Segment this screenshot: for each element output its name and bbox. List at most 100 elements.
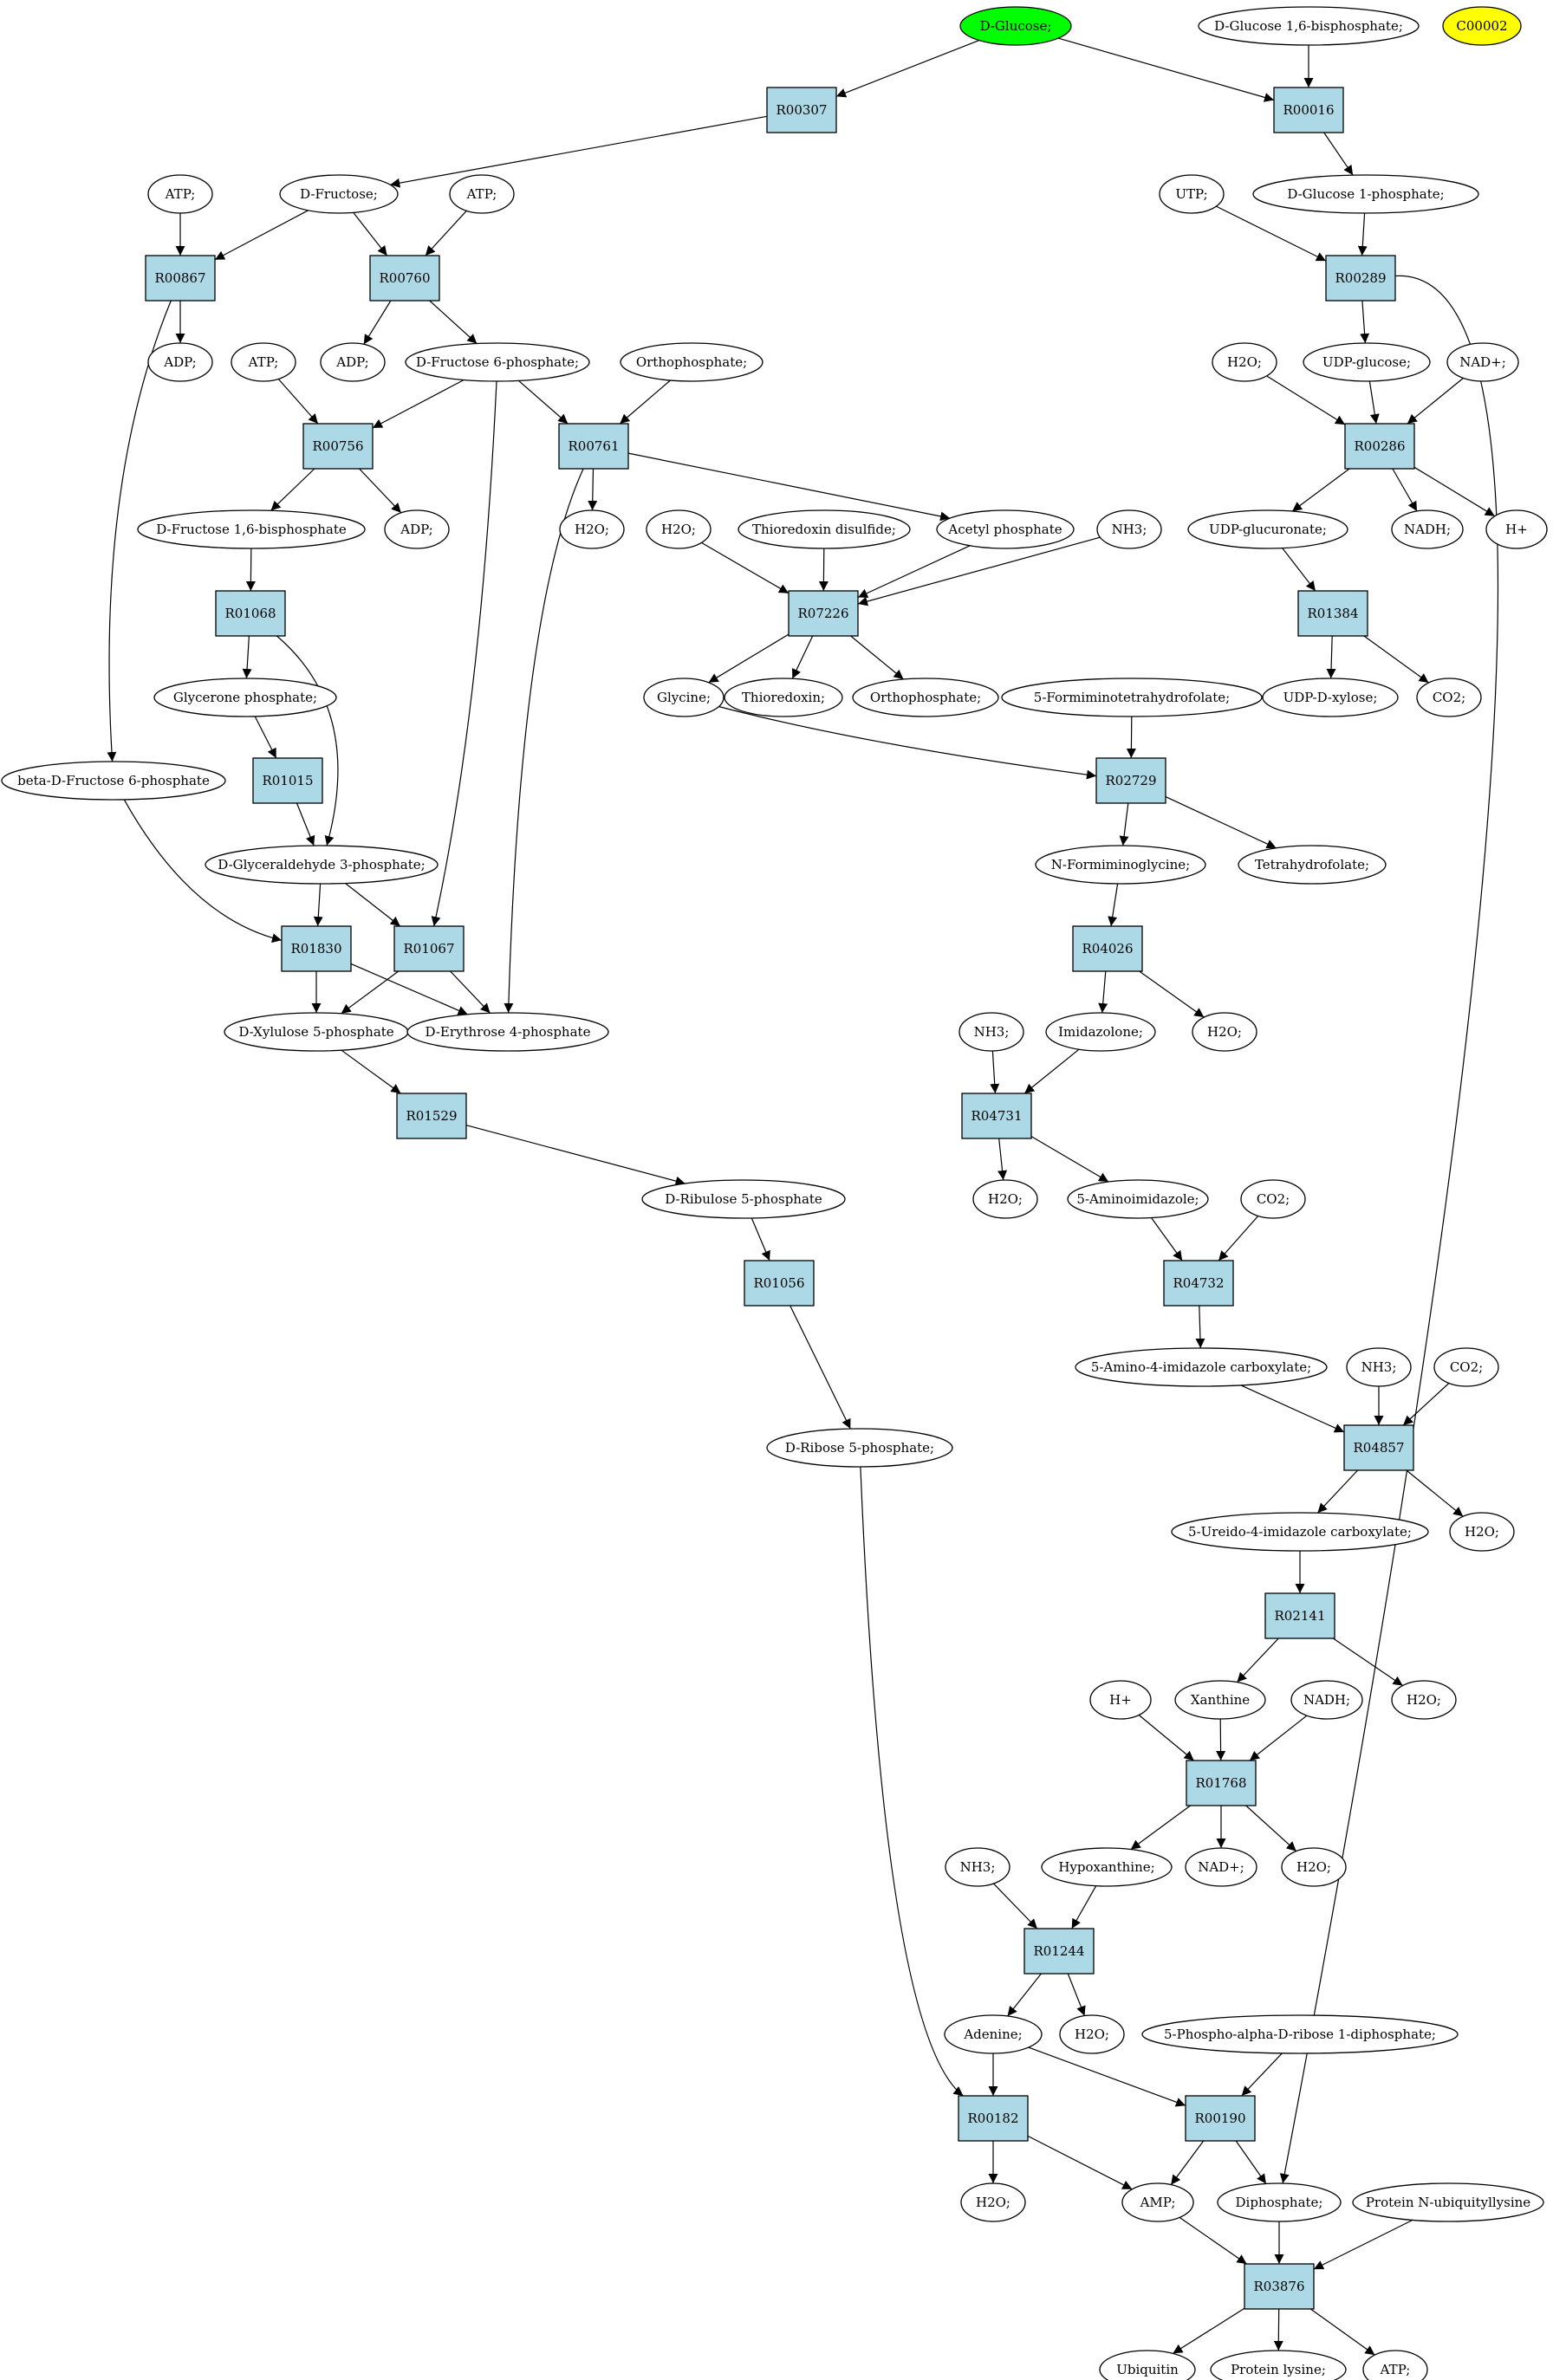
reaction-node-R01068[interactable]: R01068	[215, 590, 286, 637]
reaction-node-R02729[interactable]: R02729	[1095, 757, 1166, 804]
compound-node-glc[interactable]: D-Glucose;	[959, 6, 1072, 46]
reaction-node-R00307[interactable]: R00307	[766, 87, 837, 133]
compound-node-pi1[interactable]: Orthophosphate;	[620, 342, 764, 382]
compound-node-nad2[interactable]: NAD+;	[1185, 1847, 1257, 1887]
compound-node-nadh2[interactable]: NADH;	[1290, 1680, 1363, 1720]
compound-node-hyp[interactable]: Hypoxanthine;	[1041, 1847, 1173, 1887]
compound-node-ub[interactable]: Ubiquitin	[1099, 2350, 1196, 2380]
compound-node-ublys[interactable]: Protein N-ubiquityllysine	[1352, 2182, 1544, 2222]
compound-node-r5p[interactable]: D-Ribose 5-phosphate;	[766, 1428, 953, 1468]
reaction-node-R07226[interactable]: R07226	[788, 590, 859, 637]
reaction-node-R03876[interactable]: R03876	[1244, 2263, 1315, 2310]
compound-node-h2o1[interactable]: H2O;	[1212, 342, 1277, 382]
compound-node-aim[interactable]: 5-Aminoimidazole;	[1067, 1179, 1209, 1219]
reaction-node-R00761[interactable]: R00761	[558, 423, 629, 470]
compound-node-g16bp[interactable]: D-Glucose 1,6-bisphosphate;	[1198, 6, 1420, 46]
reaction-node-R01056[interactable]: R01056	[744, 1260, 815, 1307]
compound-node-udpgluc[interactable]: UDP-glucuronate;	[1187, 509, 1348, 549]
compound-node-f6p[interactable]: D-Fructose 6-phosphate;	[405, 342, 590, 382]
compound-node-adp3[interactable]: ADP;	[384, 509, 450, 549]
node-label: D-Glucose 1,6-bisphosphate;	[1214, 18, 1403, 34]
compound-node-co2a[interactable]: CO2;	[1416, 678, 1482, 717]
compound-node-c00002[interactable]: C00002	[1442, 6, 1522, 46]
compound-node-pi2[interactable]: Orthophosphate;	[852, 678, 999, 717]
compound-node-fgly[interactable]: N-Formiminoglycine;	[1035, 845, 1206, 885]
reaction-node-R00016[interactable]: R00016	[1273, 87, 1344, 133]
compound-node-hplus2[interactable]: H+	[1089, 1680, 1152, 1720]
compound-node-trx[interactable]: Thioredoxin;	[724, 678, 843, 717]
compound-node-g3p[interactable]: D-Glyceraldehyde 3-phosphate;	[205, 845, 439, 885]
compound-node-fru[interactable]: D-Fructose;	[279, 174, 399, 214]
compound-node-ru5p[interactable]: D-Ribulose 5-phosphate	[641, 1179, 846, 1219]
compound-node-h2o3[interactable]: H2O;	[646, 509, 712, 549]
compound-node-nad1[interactable]: NAD+;	[1446, 342, 1519, 382]
compound-node-atp4[interactable]: ATP;	[1362, 2350, 1428, 2380]
compound-node-e4p[interactable]: D-Erythrose 4-phosphate	[406, 1012, 609, 1052]
compound-node-nh3b[interactable]: NH3;	[958, 1012, 1024, 1052]
compound-node-h2o6[interactable]: H2O;	[1449, 1512, 1515, 1552]
compound-node-imz[interactable]: Imidazolone;	[1045, 1012, 1156, 1052]
compound-node-adp1[interactable]: ADP;	[147, 342, 213, 382]
compound-node-nadh1[interactable]: NADH;	[1391, 509, 1464, 549]
compound-node-udpxyl[interactable]: UDP-D-xylose;	[1262, 678, 1399, 717]
compound-node-atp1[interactable]: ATP;	[147, 174, 213, 214]
reaction-node-R01244[interactable]: R01244	[1023, 1928, 1095, 1975]
compound-node-h2o8[interactable]: H2O;	[1281, 1847, 1347, 1887]
compound-node-fthf[interactable]: 5-Formiminotetrahydrofolate;	[1001, 678, 1263, 717]
compound-node-h2o4[interactable]: H2O;	[1192, 1012, 1257, 1052]
compound-node-udpglc[interactable]: UDP-glucose;	[1303, 342, 1431, 382]
compound-node-atp2[interactable]: ATP;	[449, 174, 515, 214]
compound-node-prpp[interactable]: 5-Phospho-alpha-D-ribose 1-diphosphate;	[1141, 2014, 1459, 2054]
compound-node-nh3a[interactable]: NH3;	[1096, 509, 1162, 549]
compound-node-h2o2[interactable]: H2O;	[559, 509, 625, 549]
compound-node-co2b[interactable]: CO2;	[1240, 1179, 1306, 1219]
reaction-node-R00756[interactable]: R00756	[302, 423, 374, 470]
reaction-node-R01067[interactable]: R01067	[393, 925, 465, 972]
reaction-node-R00182[interactable]: R00182	[958, 2095, 1029, 2142]
compound-node-gly[interactable]: Glycine;	[643, 678, 725, 717]
reaction-node-R02141[interactable]: R02141	[1264, 1592, 1335, 1639]
compound-node-nh3c[interactable]: NH3;	[1346, 1347, 1412, 1387]
compound-node-ade[interactable]: Adenine;	[944, 2014, 1043, 2054]
compound-node-dhap[interactable]: Glycerone phosphate;	[153, 678, 337, 717]
compound-node-g1p[interactable]: D-Glucose 1-phosphate;	[1252, 174, 1479, 214]
compound-node-bf6p[interactable]: beta-D-Fructose 6-phosphate	[1, 761, 226, 801]
reaction-node-R01015[interactable]: R01015	[252, 757, 323, 804]
compound-node-aimc[interactable]: 5-Amino-4-imidazole carboxylate;	[1075, 1347, 1328, 1387]
node-label: R01068	[224, 606, 276, 621]
compound-ellipse	[1391, 1680, 1457, 1720]
compound-node-h2o9[interactable]: H2O;	[1059, 2014, 1125, 2054]
compound-node-nh3d[interactable]: NH3;	[945, 1847, 1010, 1887]
compound-node-plys[interactable]: Protein lysine;	[1210, 2350, 1347, 2380]
compound-node-utp[interactable]: UTP;	[1159, 174, 1225, 214]
compound-node-x5p[interactable]: D-Xylulose 5-phosphate	[224, 1012, 409, 1052]
reaction-node-R01768[interactable]: R01768	[1186, 1760, 1257, 1806]
reaction-node-R04732[interactable]: R04732	[1163, 1260, 1234, 1307]
compound-node-h2o5[interactable]: H2O;	[972, 1179, 1038, 1219]
compound-node-adp2[interactable]: ADP;	[320, 342, 386, 382]
compound-node-xan[interactable]: Xanthine	[1174, 1680, 1266, 1720]
compound-node-fbp[interactable]: D-Fructose 1,6-bisphosphate	[137, 509, 366, 549]
reaction-node-R01830[interactable]: R01830	[281, 925, 352, 972]
reaction-node-R04026[interactable]: R04026	[1072, 925, 1143, 972]
reaction-node-R04731[interactable]: R04731	[961, 1093, 1032, 1139]
compound-node-uimc[interactable]: 5-Ureido-4-imidazole carboxylate;	[1171, 1512, 1429, 1552]
reaction-node-R00286[interactable]: R00286	[1344, 423, 1415, 470]
reaction-node-R00289[interactable]: R00289	[1325, 255, 1396, 302]
compound-node-thf[interactable]: Tetrahydrofolate;	[1238, 845, 1387, 885]
compound-node-amp[interactable]: AMP;	[1121, 2182, 1194, 2222]
reaction-node-R00867[interactable]: R00867	[145, 255, 216, 302]
compound-node-h2o7[interactable]: H2O;	[1391, 1680, 1457, 1720]
compound-node-trxss[interactable]: Thioredoxin disulfide;	[738, 509, 911, 549]
compound-node-co2c[interactable]: CO2;	[1433, 1347, 1499, 1387]
reaction-node-R00190[interactable]: R00190	[1185, 2095, 1256, 2142]
reaction-node-R04857[interactable]: R04857	[1343, 1424, 1414, 1471]
compound-node-hplus1[interactable]: H+	[1485, 509, 1548, 549]
reaction-node-R00760[interactable]: R00760	[369, 255, 440, 302]
compound-node-h2o10[interactable]: H2O;	[960, 2182, 1026, 2222]
compound-node-atp3[interactable]: ATP;	[231, 342, 296, 382]
reaction-node-R01529[interactable]: R01529	[396, 1093, 467, 1139]
compound-node-acp[interactable]: Acetyl phosphate	[936, 509, 1075, 549]
compound-node-ppi[interactable]: Diphosphate;	[1217, 2182, 1342, 2222]
reaction-node-R01384[interactable]: R01384	[1297, 590, 1368, 637]
